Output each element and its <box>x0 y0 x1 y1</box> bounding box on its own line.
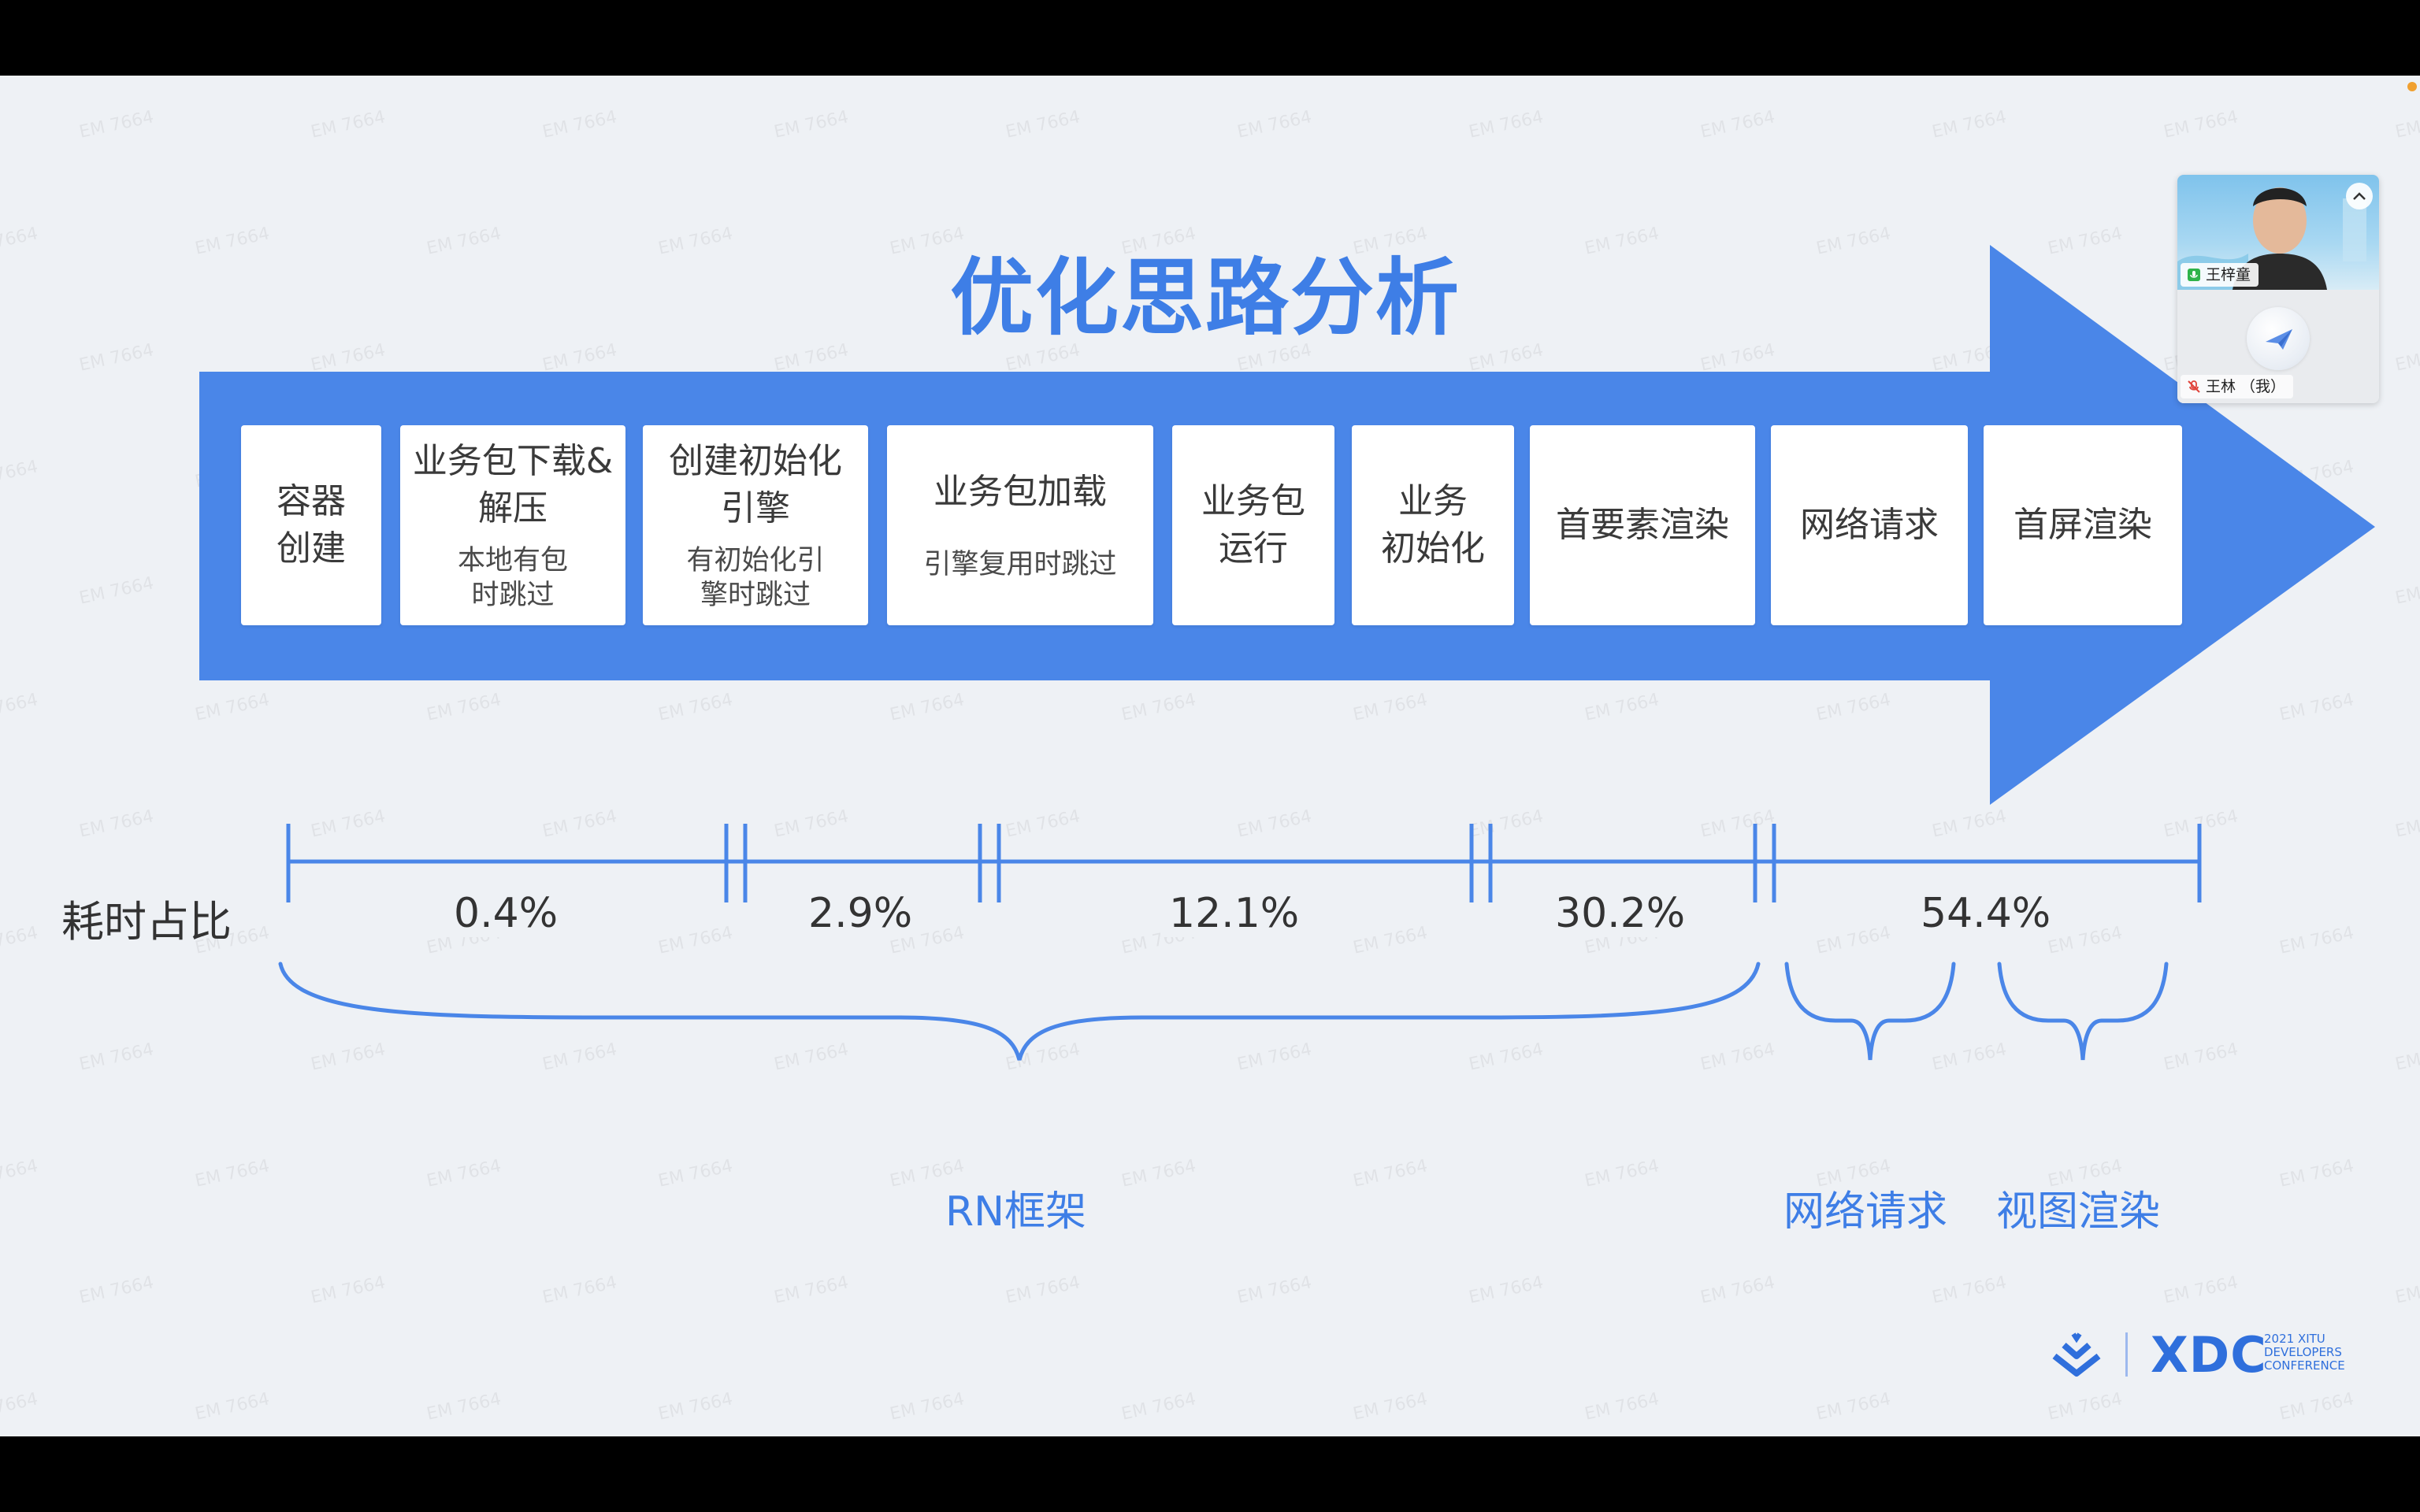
step-engine-init: 创建初始化 引擎 有初始化引 擎时跳过 <box>643 425 868 625</box>
timeline <box>286 824 2202 902</box>
braces <box>278 962 2169 1061</box>
logo-divider <box>2125 1332 2128 1377</box>
pct-segment-4: 30.2% <box>1547 890 1694 937</box>
step-note: 引擎复用时跳过 <box>923 549 1117 580</box>
logo-name: XDC <box>2151 1326 2267 1384</box>
participant-tag-2: 王林 （我） <box>2181 375 2294 398</box>
avatar <box>2247 307 2310 370</box>
pct-segment-3: 12.1% <box>1161 890 1308 937</box>
chevron-up-icon[interactable] <box>2346 183 2373 209</box>
step-label: 创建初始化 引擎 <box>669 441 842 528</box>
step-first-element-render: 首要素渲染 <box>1530 425 1755 625</box>
step-bundle-load: 业务包加载 引擎复用时跳过 <box>887 425 1153 625</box>
step-note: 有初始化引 擎时跳过 <box>686 545 825 611</box>
mic-on-icon <box>2188 269 2200 281</box>
group-label-network-request: 网络请求 <box>1783 1188 1948 1236</box>
video-tile-speaker[interactable]: 王梓童 <box>2177 175 2379 290</box>
pct-segment-2: 2.9% <box>800 890 921 937</box>
step-label: 业务包下载& 解压 <box>412 441 614 528</box>
participant-name: 王林 （我） <box>2206 378 2286 395</box>
logo-subtitle: 2021 XITU DEVELOPERS CONFERENCE <box>2264 1332 2345 1373</box>
mic-muted-icon <box>2188 380 2200 393</box>
xdc-logo: XDC 2021 XITU DEVELOPERS CONFERENCE <box>2045 1325 2368 1388</box>
recording-indicator <box>2407 82 2417 91</box>
brace-network-request <box>1784 962 1956 1061</box>
video-panel[interactable]: 王梓童 王林 （我） <box>2177 175 2379 403</box>
video-tile-self[interactable]: 王林 （我） <box>2177 290 2379 403</box>
timeline-label: 耗时占比 <box>61 897 232 947</box>
pct-segment-5: 54.4% <box>1913 890 2059 937</box>
step-business-init: 业务 初始化 <box>1352 425 1514 625</box>
xdc-mark-icon <box>2052 1332 2101 1377</box>
step-container-create: 容器 创建 <box>241 425 381 625</box>
step-label: 网络请求 <box>1800 505 1939 545</box>
step-note: 本地有包 时跳过 <box>457 545 568 611</box>
group-label-view-render: 视图渲染 <box>1996 1188 2161 1236</box>
participant-tag-1: 王梓童 <box>2181 263 2259 287</box>
brace-view-render <box>1997 962 2169 1061</box>
step-label: 首屏渲染 <box>2014 505 2152 545</box>
step-bundle-run: 业务包 运行 <box>1172 425 1334 625</box>
step-first-screen-render: 首屏渲染 <box>1984 425 2182 625</box>
step-label: 首要素渲染 <box>1556 505 1729 545</box>
step-bundle-download: 业务包下载& 解压 本地有包 时跳过 <box>400 425 625 625</box>
step-label: 容器 创建 <box>277 481 346 569</box>
participant-name: 王梓童 <box>2206 266 2251 284</box>
slide-title: 优化思路分析 <box>950 250 1461 346</box>
brace-rn-framework <box>278 962 1761 1061</box>
paper-plane-icon <box>2266 329 2292 350</box>
step-network-request: 网络请求 <box>1771 425 1968 625</box>
step-label: 业务 初始化 <box>1381 481 1485 569</box>
group-label-rn-framework: RN框架 <box>945 1188 1087 1236</box>
step-label: 业务包 运行 <box>1201 481 1305 569</box>
step-label: 业务包加载 <box>933 472 1107 512</box>
pct-segment-1: 0.4% <box>446 890 566 937</box>
